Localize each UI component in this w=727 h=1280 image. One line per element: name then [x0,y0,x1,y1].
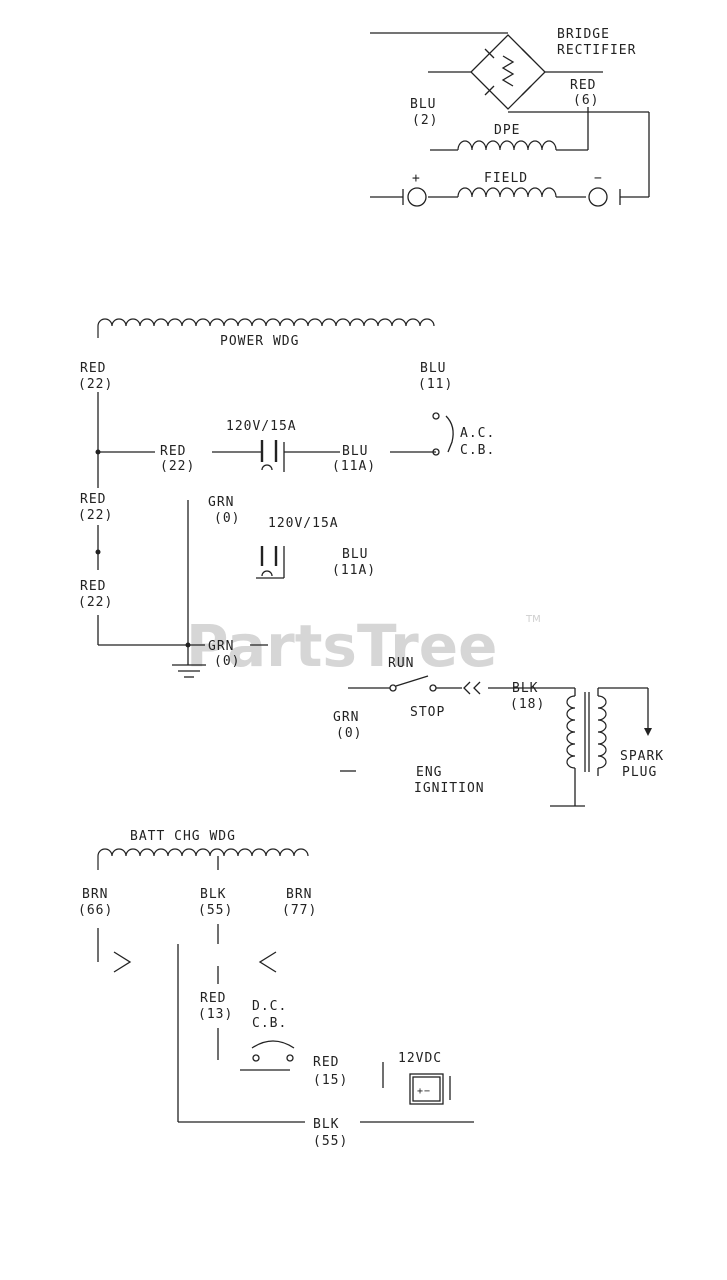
ignition-primary-coil [566,695,576,769]
engine-ignition-label-line2: IGNITION [414,781,485,796]
field-winding-coil [457,187,557,198]
brush-minus-symbol [588,187,621,207]
grn-bottom-label: GRN [208,639,234,654]
brn-right-label: BRN [286,887,312,902]
red-13-number: (13) [198,1007,233,1022]
diode-right-symbol [258,951,277,973]
engine-ignition-label-line1: ENG [416,765,442,780]
battery-blk-label: BLK [200,887,226,902]
ac-cb-label-line2: C.B. [460,443,495,458]
red-bottom-label: RED [80,579,106,594]
power-winding-section: POWER WDG RED (22) BLU (11) RED (22) 120… [78,318,495,678]
dc-cb-label-line1: D.C. [252,999,287,1014]
spark-plug-label-line2: PLUG [622,765,657,780]
red-bottom-number: (22) [78,595,113,610]
power-winding-label: POWER WDG [220,334,299,349]
power-winding-coil [97,318,435,338]
dc-cb-label-line2: C.B. [252,1016,287,1031]
battery-wiring [97,924,474,1123]
blu-top-number: (11) [418,377,453,392]
battery-blk-bottom-label: BLK [313,1117,339,1132]
ignition-blk-number: (18) [510,697,545,712]
battery-blk-bottom-number: (55) [313,1134,348,1149]
watermark-trademark: TM [525,614,541,625]
battery-charge-section: +− BATT CHG WDG BRN (66) BLK (55) BRN (7… [78,829,474,1149]
rectifier-title-line1: BRIDGE [557,27,610,42]
blu-low-label: BLU [342,547,368,562]
junction-dot [95,449,101,455]
red-15-number: (15) [313,1073,348,1088]
red-mid-number: (22) [160,459,195,474]
diode-left-symbol [113,951,132,973]
spark-plug-label-line1: SPARK [620,749,664,764]
watermark-text: PartsTree [186,612,497,680]
field-minus-sign: − [594,171,603,186]
grn-bottom-number: (0) [214,654,240,669]
blu-top-label: BLU [420,361,446,376]
outlet-2-symbol [256,546,285,579]
stop-label: STOP [410,705,445,720]
brn-left-number: (66) [78,903,113,918]
red-15-label: RED [313,1055,339,1070]
ignition-grn-number: (0) [336,726,362,741]
ac-circuit-breaker-symbol [432,412,454,456]
battery-voltage-label: 12VDC [398,1051,442,1066]
rectifier-blu-label: BLU [410,97,436,112]
battery-charge-winding-label: BATT CHG WDG [130,829,236,844]
red-13-label: RED [200,991,226,1006]
rectifier-wiring [370,32,650,198]
red-low-number: (22) [78,508,113,523]
battery-charge-winding-coil [97,848,309,870]
outlet-1-rating: 120V/15A [226,419,297,434]
battery-symbol: +− [409,1073,451,1105]
junction-dot [95,549,101,555]
red-top-number: (22) [78,377,113,392]
blu-low-number: (11A) [332,563,376,578]
rectifier-blu-number: (2) [412,113,438,128]
brn-left-label: BRN [82,887,108,902]
dc-circuit-breaker-symbol [251,1040,295,1062]
outlet-1-symbol [260,440,285,472]
brn-right-number: (77) [282,903,317,918]
bridge-rectifier-symbol [470,34,546,110]
junction-dot [185,642,191,648]
rectifier-red-number: (6) [573,93,599,108]
power-wiring [97,392,436,678]
ignition-wiring [340,675,652,807]
ignition-grn-label: GRN [333,710,359,725]
field-plus-sign: + [412,171,421,186]
grn-top-number: (0) [214,511,240,526]
run-label: RUN [388,656,414,671]
battery-blk-number: (55) [198,903,233,918]
dpe-label: DPE [494,123,520,138]
brush-plus-symbol [402,187,427,207]
rectifier-section: BRIDGE RECTIFIER RED (6) BLU (2) DPE FIE… [370,27,650,207]
red-low-label: RED [80,492,106,507]
red-mid-label: RED [160,444,186,459]
field-label: FIELD [484,171,528,186]
connector-symbol [463,681,481,695]
ignition-blk-label: BLK [512,681,538,696]
rectifier-red-label: RED [570,78,596,93]
dpe-winding-coil [457,140,557,151]
rectifier-title-line2: RECTIFIER [557,43,636,58]
blu-mid-label: BLU [342,444,368,459]
outlet-2-rating: 120V/15A [268,516,339,531]
ignition-section: RUN STOP BLK (18) GRN (0) ENG IGNITION S… [333,656,664,807]
blu-mid-number: (11A) [332,459,376,474]
grn-top-label: GRN [208,495,234,510]
red-top-label: RED [80,361,106,376]
run-stop-switch-symbol [389,684,437,692]
ac-cb-label-line1: A.C. [460,426,495,441]
battery-terminal-marks: +− [417,1086,431,1097]
ignition-secondary-coil [597,695,607,769]
